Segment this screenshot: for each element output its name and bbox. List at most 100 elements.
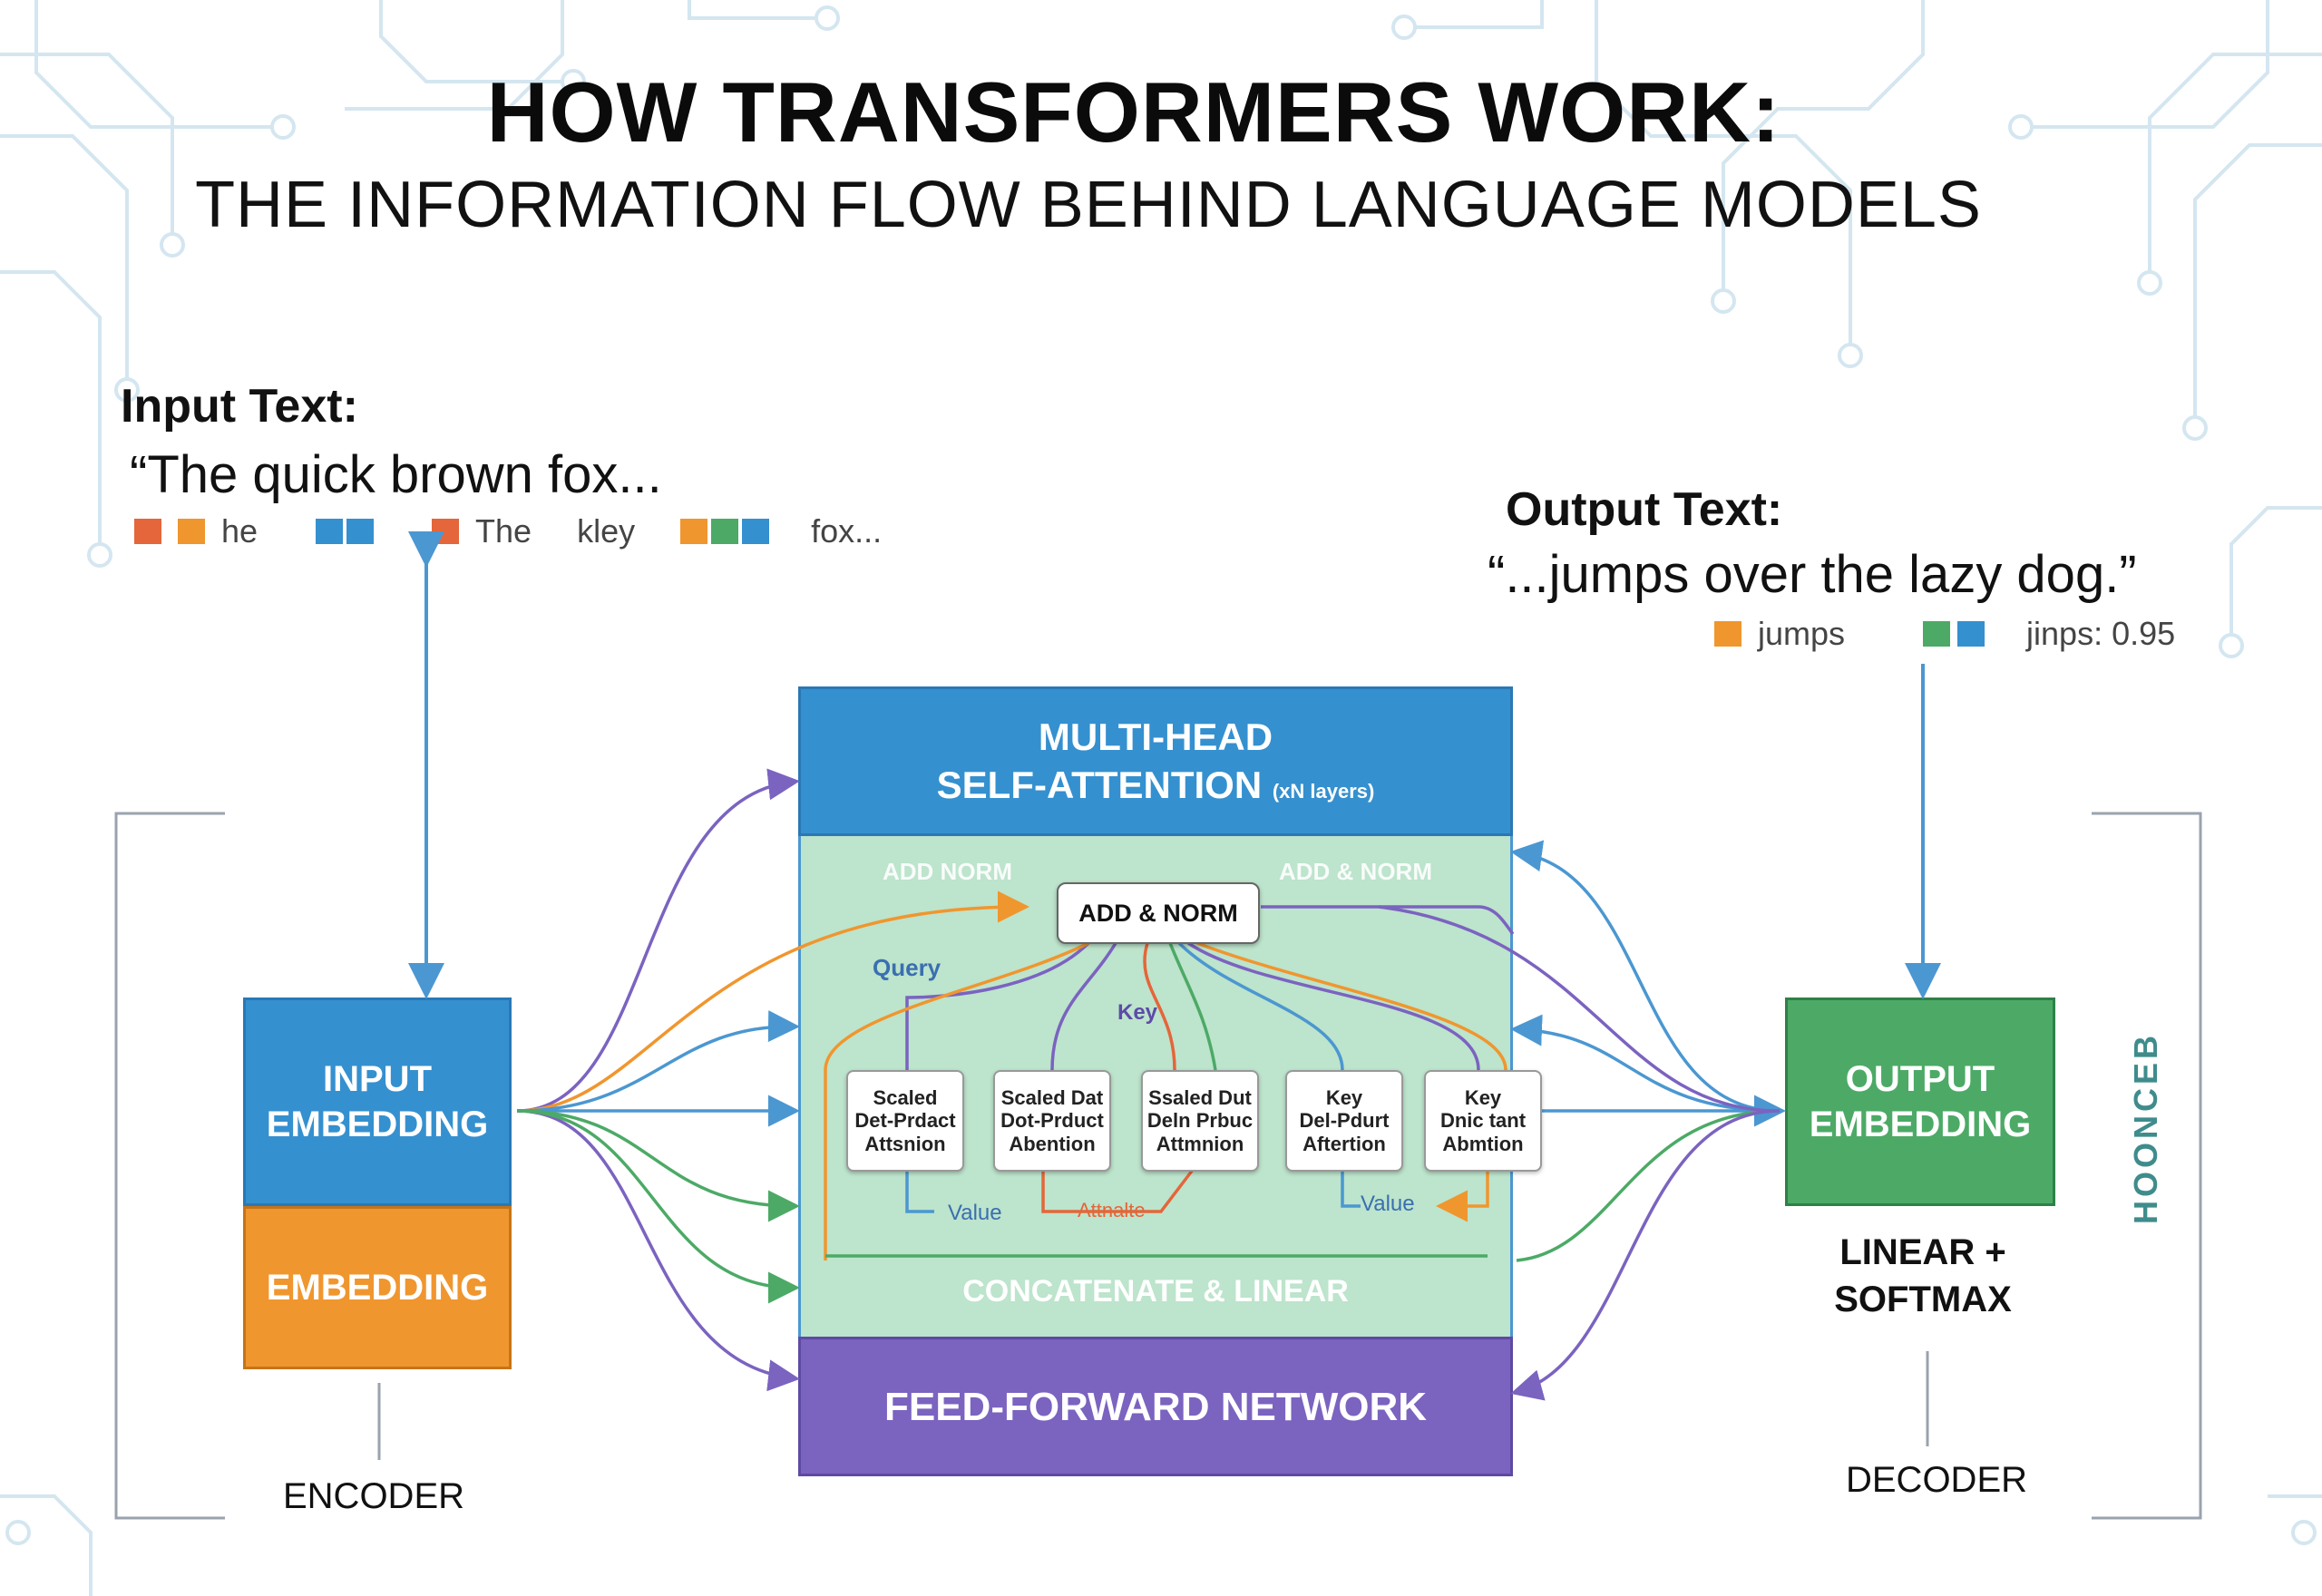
- page-title: HOW TRANSFORMERS WORK:: [486, 64, 1781, 160]
- side-vertical-label: HOONCEB: [2127, 1031, 2164, 1224]
- output-embedding-line2: EMBEDDING: [1809, 1105, 2032, 1144]
- decoder-bracket: [2092, 812, 2202, 1520]
- route-orange-mid: [1041, 1168, 1195, 1213]
- route-blue: [1177, 941, 1344, 1071]
- token-swatch: [1957, 621, 1985, 647]
- add-norm-label-right: ADD & NORM: [1279, 858, 1432, 885]
- fan-arrow-query: [516, 890, 1029, 1113]
- token-swatch: [1923, 621, 1951, 647]
- token-swatch: [178, 519, 205, 544]
- head-line: Key: [1464, 1086, 1502, 1110]
- right-arrow-5: [1510, 1109, 1781, 1401]
- feed-forward-block: FEED-FORWARD NETWORK: [798, 1337, 1513, 1476]
- head-line: Dnic tant: [1439, 1109, 1527, 1133]
- head-line: Aftertion: [1302, 1132, 1386, 1155]
- token-label: jinps: 0.95: [2026, 615, 2176, 652]
- attention-head: Ssaled Dut Deln Prbuc Attmnion: [1141, 1070, 1259, 1172]
- attention-head: Key Del-Pdurt Aftertion: [1285, 1070, 1403, 1172]
- route-purple-top: [1261, 905, 1515, 936]
- token-swatch: [346, 519, 375, 544]
- linear-line1: LINEAR +: [1839, 1232, 2006, 1272]
- head-line: Abmtion: [1442, 1132, 1524, 1155]
- input-embedding-line2: EMBEDDING: [266, 1105, 489, 1144]
- token-label: he: [221, 512, 259, 550]
- token-label: kley: [577, 512, 636, 550]
- head-line: Attsnion: [864, 1132, 946, 1155]
- attention-head: Scaled Dat Dot-Prduct Abention: [993, 1070, 1111, 1172]
- attention-head: Key Dnic tant Abmtion: [1424, 1070, 1542, 1172]
- input-token-row: he The kley fox...: [134, 512, 882, 550]
- route-orange-2: [1196, 941, 1507, 1071]
- query-label: Query: [873, 954, 941, 981]
- fan-arrow-bottom: [516, 1109, 800, 1392]
- input-quote: “The quick brown fox...: [130, 445, 662, 504]
- token-swatch: [711, 519, 739, 544]
- mhsa-title-text: SELF-ATTENTION: [936, 763, 1263, 806]
- key-label: Key: [1117, 1000, 1158, 1025]
- page-subtitle: THE INFORMATION FLOW BEHIND LANGUAGE MOD…: [195, 169, 1982, 241]
- concat-linear-label: CONCATENATE & LINEAR: [962, 1274, 1349, 1309]
- value-label-left: Value: [948, 1201, 1002, 1225]
- add-norm-label-left: ADD NORM: [883, 858, 1012, 885]
- fan-arrow-top: [516, 768, 800, 1113]
- add-norm-box: ADD & NORM: [1057, 882, 1260, 944]
- route-orange-left: [824, 941, 1089, 1260]
- token-swatch: [742, 519, 770, 544]
- route-blue-right: [1341, 1170, 1361, 1208]
- head-line: Attmnion: [1156, 1132, 1244, 1155]
- input-embedding-line1: INPUT: [323, 1059, 432, 1099]
- route-green-left: [905, 1170, 934, 1213]
- right-arrow-2: [1510, 1014, 1781, 1113]
- token-label: jumps: [1758, 615, 1846, 652]
- multi-head-attention-block: MULTI-HEAD SELF-ATTENTION (xN layers): [798, 686, 1513, 836]
- head-line: Key: [1325, 1086, 1363, 1110]
- head-line: Abention: [1009, 1132, 1096, 1155]
- output-quote: “...jumps over the lazy dog.”: [1488, 545, 2137, 604]
- attention-head: Scaled Det-Prdact Attsnion: [846, 1070, 964, 1172]
- route-purple-3: [1187, 941, 1480, 1071]
- mhsa-title-line1: MULTI-HEAD: [1038, 715, 1273, 758]
- token-swatch: [1714, 621, 1742, 647]
- route-purple-1: [905, 941, 1090, 1070]
- value-label-mid: Attnalte: [1078, 1199, 1146, 1221]
- embedding-label: EMBEDDING: [266, 1268, 489, 1308]
- mhsa-title-line2: SELF-ATTENTION (xN layers): [937, 762, 1375, 810]
- fan-arrow-lower: [516, 1109, 800, 1222]
- linear-softmax-label: LINEAR + SOFTMAX: [1778, 1229, 2068, 1323]
- fan-arrow-upper: [516, 1010, 800, 1113]
- output-embedding-line1: OUTPUT: [1845, 1059, 1995, 1099]
- head-line: Det-Prdact: [854, 1109, 956, 1133]
- output-text-label: Output Text:: [1506, 483, 1783, 536]
- head-line: Ssaled Dut: [1148, 1086, 1252, 1110]
- head-line: Scaled: [873, 1086, 938, 1110]
- token-swatch: [134, 519, 161, 544]
- output-embedding-block: OUTPUT EMBEDDING: [1785, 998, 2055, 1206]
- route-orange: [1143, 942, 1176, 1071]
- encoder-label: ENCODER: [282, 1476, 465, 1516]
- ffn-label: FEED-FORWARD NETWORK: [883, 1384, 1428, 1429]
- head-line: Del-Pdurt: [1299, 1109, 1390, 1133]
- token-label: The: [475, 512, 532, 550]
- head-line: Dot-Prduct: [1000, 1109, 1104, 1133]
- route-orange-right: [1436, 1170, 1489, 1222]
- output-token-row: jumps jinps: 0.95: [1714, 615, 2175, 653]
- head-line: Deln Prbuc: [1146, 1109, 1254, 1133]
- head-line: Scaled Dat: [1000, 1086, 1104, 1110]
- input-text-label: Input Text:: [121, 380, 358, 433]
- encoder-bracket: [114, 812, 225, 1520]
- fan-arrow-bottom2: [516, 1109, 800, 1304]
- input-embedding-block: INPUT EMBEDDING: [243, 998, 512, 1206]
- mhsa-note: (xN layers): [1272, 779, 1375, 803]
- route-purple-2: [1050, 942, 1117, 1071]
- token-swatch: [316, 519, 344, 544]
- value-label-right: Value: [1361, 1192, 1415, 1216]
- route-green: [1168, 942, 1217, 1071]
- token-label: fox...: [811, 512, 883, 550]
- right-arrow-6: [1378, 905, 1781, 1113]
- embedding-block: EMBEDDING: [243, 1206, 512, 1369]
- decoder-label: DECODER: [1845, 1460, 2028, 1500]
